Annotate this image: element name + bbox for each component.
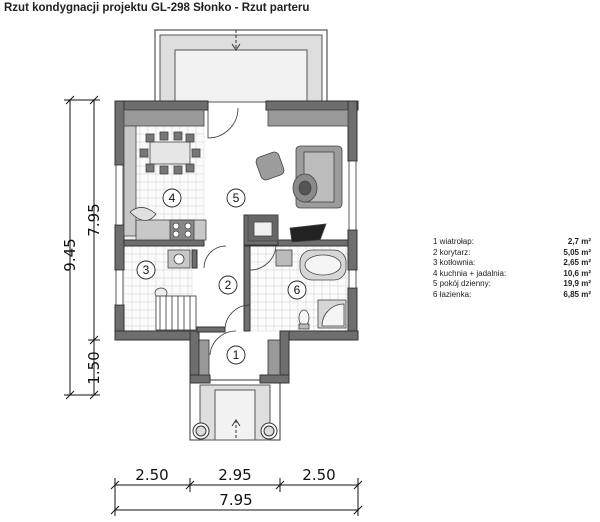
stairs [155,295,197,331]
legend-room-area: 5,05 m² [563,247,591,257]
room-number-marker [162,188,182,208]
boiler-room-fixtures [154,249,191,299]
dimension-bottom-right: 2.50 [302,466,335,484]
room-number-marker [287,280,307,300]
legend-room-area: 6,85 m² [563,289,591,299]
dimension-left-total: 9.45 [61,238,79,271]
legend-room-area: 2,7 m² [567,237,591,246]
room-labels: 1 2 3 4 5 6 [136,188,307,365]
dimension-bottom-total: 7.95 [219,491,252,509]
dimension-bottom-mid: 2.95 [218,466,251,484]
page-title: Rzut kondygnacji projektu GL-298 Słonko … [4,2,310,14]
room-number-marker [226,345,246,365]
room-number-label: 5 [233,191,240,205]
doors [203,107,277,356]
room-number-marker [218,275,238,295]
dimension-left-lower: 1.50 [85,351,103,384]
room-number-label: 1 [233,348,240,362]
room-number-label: 3 [143,263,150,277]
legend-room-label: 1 wiatrołap: [433,237,474,246]
dimension-bottom-left: 2.50 [135,466,168,484]
legend-room-label: 5 pokój dzienny: [433,279,491,288]
legend-room-area: 19,9 m² [563,279,591,288]
bottom-dimensions [110,478,363,516]
porch-bottom [189,379,281,441]
room-number-label: 4 [169,191,176,205]
living-room-furniture [247,109,349,243]
legend-room-label: 2 korytarz: [433,247,471,257]
legend-room-label: 4 kuchnia + jadalnia: [433,268,507,278]
legend-row: 4 kuchnia + jadalnia: 10,6 m² [433,269,591,280]
legend-row: 6 łazienka: 6,85 m² [433,290,591,301]
room-number-marker [226,188,246,208]
left-dimensions [64,95,100,400]
room-number-label: 6 [294,283,301,297]
kitchen-furniture [123,109,207,241]
legend-room-label: 6 łazienka: [433,289,472,299]
terrace-top [154,29,328,103]
legend-room-area: 10,6 m² [563,268,591,278]
bathroom-fixtures [275,249,347,330]
legend-room-area: 2,65 m² [563,258,591,267]
legend-row: 5 pokój dzienny: 19,9 m² [433,279,591,290]
legend-row: 3 kotłownia: 2,65 m² [433,258,591,269]
legend-row: 1 wiatrołap: 2,7 m² [433,237,591,248]
legend-room-label: 3 kotłownia: [433,258,476,267]
room-number-label: 2 [225,278,232,292]
room-number-marker [136,260,156,280]
dimension-left-upper: 7.95 [85,203,103,236]
vestibule-cabinet [198,339,281,376]
windows [115,160,357,306]
legend-row: 2 korytarz: 5,05 m² [433,248,591,259]
